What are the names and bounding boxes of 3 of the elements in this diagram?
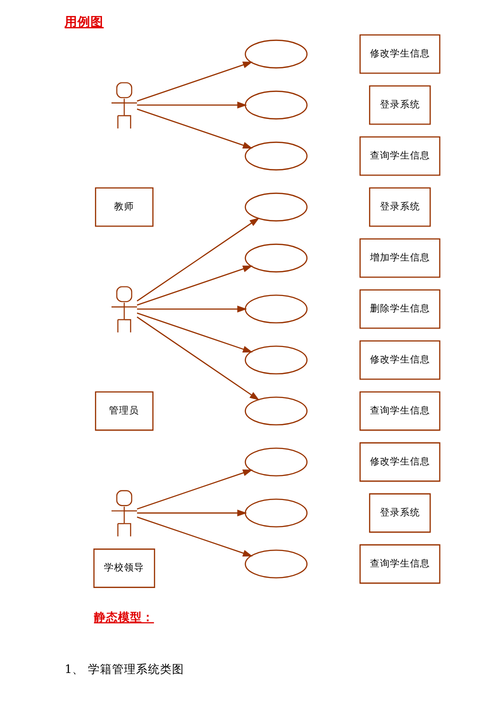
label: 静态模型： bbox=[94, 610, 154, 624]
diagram-title: 用例图 bbox=[64, 15, 104, 30]
label: 1、 学籍管理系统类图 bbox=[64, 662, 184, 676]
